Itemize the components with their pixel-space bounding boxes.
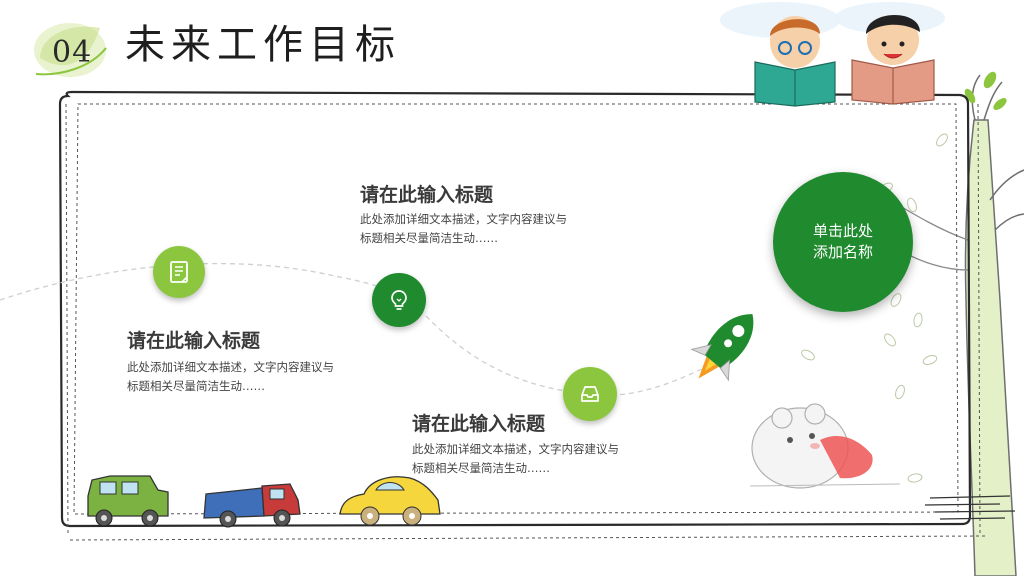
item-2-icon-circle[interactable]	[372, 273, 426, 327]
item-2-description: 此处添加详细文本描述，文字内容建议与 标题相关尽量简洁生动……	[360, 210, 567, 248]
item-1-description: 此处添加详细文本描述，文字内容建议与 标题相关尽量简洁生动……	[127, 358, 334, 396]
callout-line-2: 添加名称	[812, 243, 873, 261]
item-3-description: 此处添加详细文本描述，文字内容建议与 标题相关尽量简洁生动……	[412, 440, 619, 478]
item-1-icon-circle[interactable]	[153, 246, 205, 298]
item-1-heading: 请在此输入标题	[127, 330, 261, 352]
timeline-path	[0, 262, 741, 396]
leaf-badge-icon	[34, 23, 107, 77]
document-icon	[170, 261, 188, 283]
lightbulb-icon	[391, 290, 407, 310]
item-2-desc-line-2: 标题相关尽量简洁生动……	[360, 231, 498, 245]
callout-line-1: 单击此处	[812, 222, 873, 240]
item-2-desc-line-1: 此处添加详细文本描述，文字内容建议与	[360, 212, 567, 226]
rocket-illustration	[690, 314, 754, 382]
yellow-car-illustration	[339, 476, 441, 526]
item-1-desc-line-2: 标题相关尽量简洁生动……	[127, 379, 265, 393]
item-3-icon-circle[interactable]	[563, 367, 617, 421]
slide-number-badge: 04	[30, 18, 108, 80]
truck-illustration	[203, 483, 301, 528]
kids-reading-illustration	[720, 2, 945, 107]
tree-illustration	[801, 71, 1024, 576]
item-2-heading: 请在此输入标题	[360, 184, 494, 206]
inbox-tray-icon	[581, 386, 599, 402]
page-title: 未来工作目标	[125, 22, 401, 68]
slide-number: 04	[52, 35, 93, 70]
item-3-desc-line-2: 标题相关尽量简洁生动……	[412, 461, 550, 475]
green-car-illustration	[87, 475, 169, 527]
bear-illustration	[749, 403, 901, 489]
item-1-desc-line-1: 此处添加详细文本描述，文字内容建议与	[127, 360, 334, 374]
item-3-heading: 请在此输入标题	[412, 413, 546, 435]
content-frame	[58, 90, 1016, 541]
item-3-desc-line-1: 此处添加详细文本描述，文字内容建议与	[412, 442, 619, 456]
name-callout-circle[interactable]: 单击此处 添加名称	[773, 172, 913, 312]
